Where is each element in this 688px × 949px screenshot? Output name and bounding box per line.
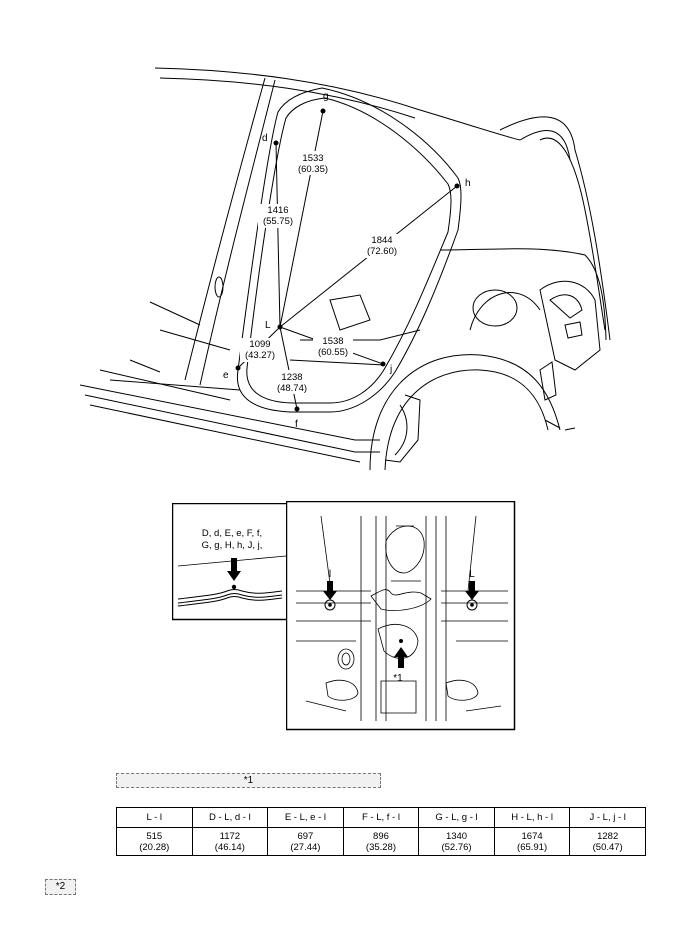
dimension-value: 1416: [267, 205, 288, 216]
marker-label-L: L: [469, 569, 475, 580]
table-header: E - L, e - l: [267, 807, 344, 828]
table-cell: 1674(65.91): [493, 827, 571, 856]
dimension-value: 1099: [249, 339, 270, 350]
detail-floor-view: l L *1: [286, 501, 516, 731]
dimension-inch: (60.55): [318, 347, 348, 358]
arrow-down-icon: [465, 581, 479, 600]
callout-2: *2: [45, 879, 76, 895]
dimension-table: L - l D - L, d - l E - L, e - l F - L, f…: [116, 807, 646, 856]
dimension-value: 1844: [371, 235, 392, 246]
arrow-down-icon: [323, 581, 337, 600]
table-row: 515(20.28) 1172(46.14) 697(27.44) 896(35…: [116, 827, 646, 856]
marker-label-star1: *1: [393, 673, 403, 684]
dimension-inch: (55.75): [263, 216, 293, 227]
measurement-lines: [237, 110, 458, 410]
detail-label-line1: D, d, E, e, F, f,: [202, 528, 262, 539]
vehicle-outline: [79, 67, 611, 471]
table-header: J - L, j - l: [569, 807, 646, 828]
dimension-inch: (72.60): [367, 246, 397, 257]
dimension-value: 1538: [322, 336, 343, 347]
table-cell: 1340(52.76): [418, 827, 495, 856]
point-label-h: h: [465, 178, 471, 189]
table-cell: 1282(50.47): [569, 827, 646, 856]
detail-label-line2: G, g, H, h, J, j,: [202, 540, 263, 551]
dimension-inch: (60.35): [298, 164, 328, 175]
table-cell: 697(27.44): [267, 827, 344, 856]
point-label-e: e: [223, 370, 229, 381]
point-label-L: L: [265, 320, 271, 331]
dimension-value: 1533: [302, 153, 323, 164]
table-header: L - l: [116, 807, 193, 828]
table-cell: 896(35.28): [342, 827, 420, 856]
marker-label-l: l: [329, 569, 331, 580]
dimension-value: 1238: [281, 372, 302, 383]
table-header-row: L - l D - L, d - l E - L, e - l F - L, f…: [116, 807, 646, 828]
table-header: G - L, g - l: [418, 807, 495, 828]
table-cell: 515(20.28): [116, 827, 193, 856]
arrow-up-icon: [394, 647, 408, 668]
table-cell: 1172(46.14): [191, 827, 269, 856]
body-side-illustration: g d h L e j f 1533 (60.35) 1416 (55.75) …: [79, 67, 611, 471]
point-label-j: j: [389, 364, 392, 375]
dimension-inch: (48.74): [277, 383, 307, 394]
point-label-g: g: [323, 91, 329, 102]
arrow-down-icon: [227, 558, 241, 581]
detail-section-view: D, d, E, e, F, f, G, g, H, h, J, j,: [172, 503, 292, 621]
table-header: D - L, d - l: [191, 807, 269, 828]
table-header: F - L, f - l: [342, 807, 420, 828]
point-label-d: d: [262, 133, 268, 144]
dimension-inch: (43.27): [245, 350, 275, 361]
table-header: H - L, h - l: [493, 807, 571, 828]
point-label-f: f: [295, 419, 298, 430]
measurement-points: [235, 108, 460, 412]
callout-1: *1: [116, 773, 381, 788]
